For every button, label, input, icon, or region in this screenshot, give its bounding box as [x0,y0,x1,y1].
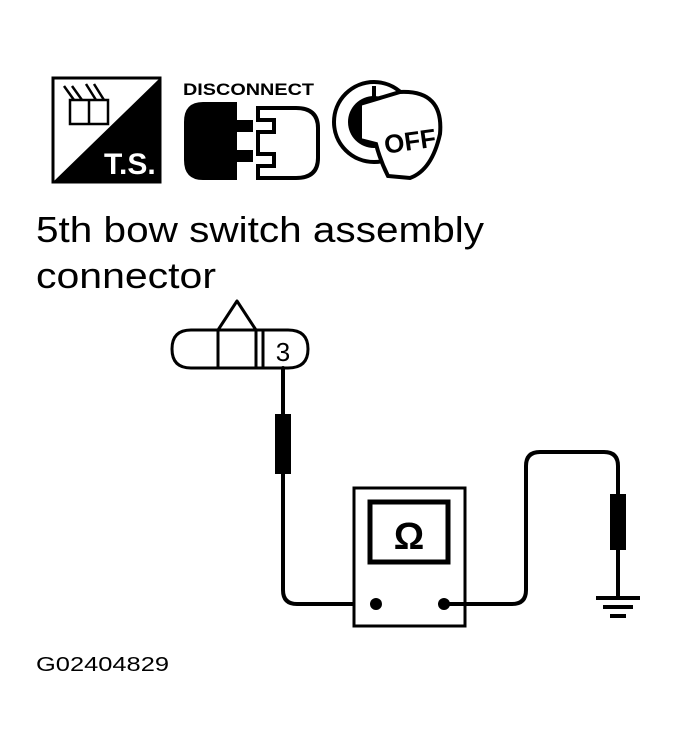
ground-icon [596,596,640,618]
probe-lead-right [442,450,626,606]
ts-icon: T.S. [51,76,162,184]
figure-id: G02404829 [36,654,169,676]
connector: 3 [170,299,310,370]
ts-label: T.S. [104,148,156,181]
terminal-number: 3 [276,337,290,367]
title-line-1: 5th bow switch assembly [36,209,484,250]
probe-lead-left [275,366,378,606]
disconnect-label: DISCONNECT [183,80,315,99]
disconnect-icon: DISCONNECT [183,80,320,180]
meter-terminal-left [370,598,382,610]
connector-pictogram [62,83,110,126]
off-label: OFF [382,123,438,160]
ignition-off-icon: OFF [332,80,443,181]
title-line-2: connector [36,255,216,296]
ohm-symbol: Ω [394,516,424,558]
